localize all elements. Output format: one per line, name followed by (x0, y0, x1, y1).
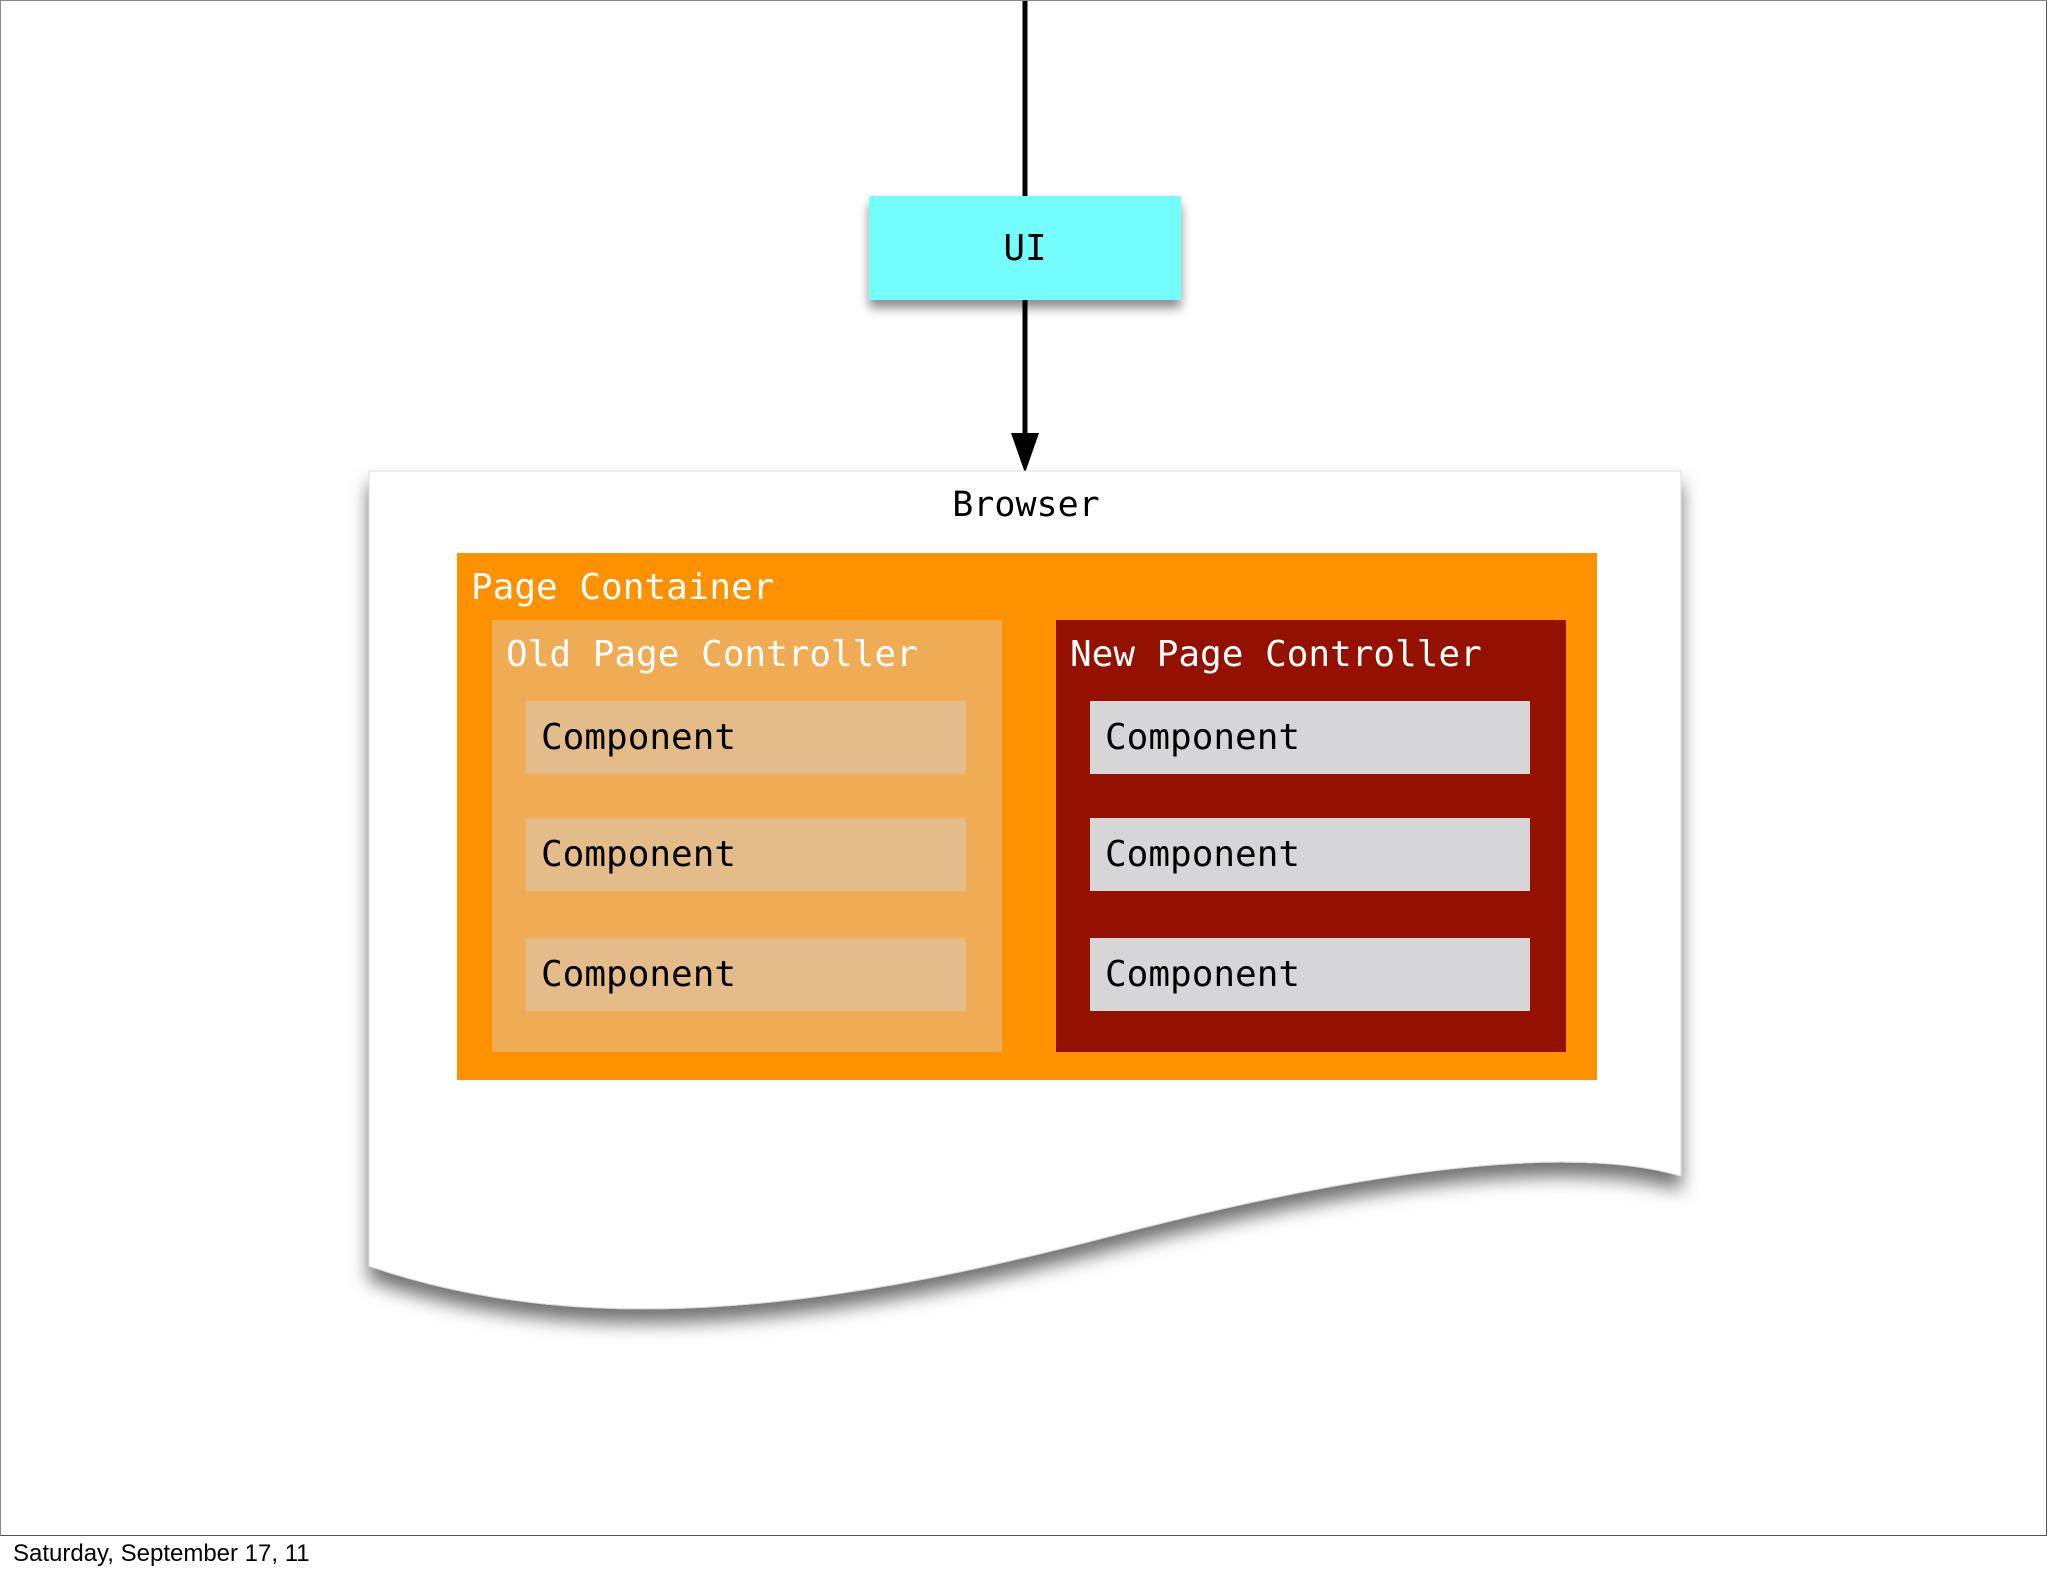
new-component-1: Component (1090, 701, 1530, 774)
page-container-title: Page Container (471, 567, 775, 608)
ui-box: UI (869, 196, 1181, 300)
ui-box-label: UI (1003, 227, 1047, 269)
slide: UI Browser Page Container Old Page Contr… (0, 0, 2047, 1536)
old-component-1: Component (526, 701, 966, 774)
new-page-controller: New Page Controller Component Component … (1056, 620, 1566, 1052)
page-container: Page Container Old Page Controller Compo… (457, 553, 1597, 1080)
new-component-3: Component (1090, 938, 1530, 1011)
arrowhead (1011, 433, 1039, 473)
old-component-2: Component (526, 818, 966, 891)
new-component-2: Component (1090, 818, 1530, 891)
old-page-controller-title: Old Page Controller (506, 634, 918, 675)
browser-title: Browser (952, 485, 1100, 525)
footer-date: Saturday, September 17, 11 (13, 1540, 310, 1567)
old-page-controller: Old Page Controller Component Component … (492, 620, 1002, 1052)
old-component-3: Component (526, 938, 966, 1011)
new-page-controller-title: New Page Controller (1070, 634, 1482, 675)
